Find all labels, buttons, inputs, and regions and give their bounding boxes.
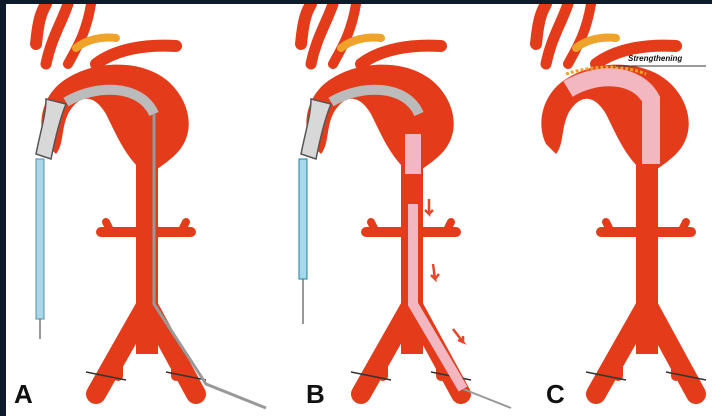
guidewire-distal xyxy=(463,389,511,408)
delivery-sheath xyxy=(36,159,44,319)
panel-b xyxy=(299,4,511,408)
panel-a xyxy=(36,4,266,408)
delivery-sheath xyxy=(299,159,307,279)
stent-graft-distal xyxy=(405,134,421,174)
aorta-illustration xyxy=(36,4,206,394)
strengthening-label: Strengthening xyxy=(628,54,682,63)
panel-label-b: B xyxy=(306,379,325,410)
direction-arrow xyxy=(453,329,463,342)
direction-arrow xyxy=(425,199,433,214)
aorta-illustration xyxy=(301,4,471,394)
panel-label-c: C xyxy=(546,379,565,410)
direction-arrow xyxy=(431,264,439,279)
panel-label-a: A xyxy=(14,379,33,410)
diagram-svg xyxy=(6,4,712,416)
